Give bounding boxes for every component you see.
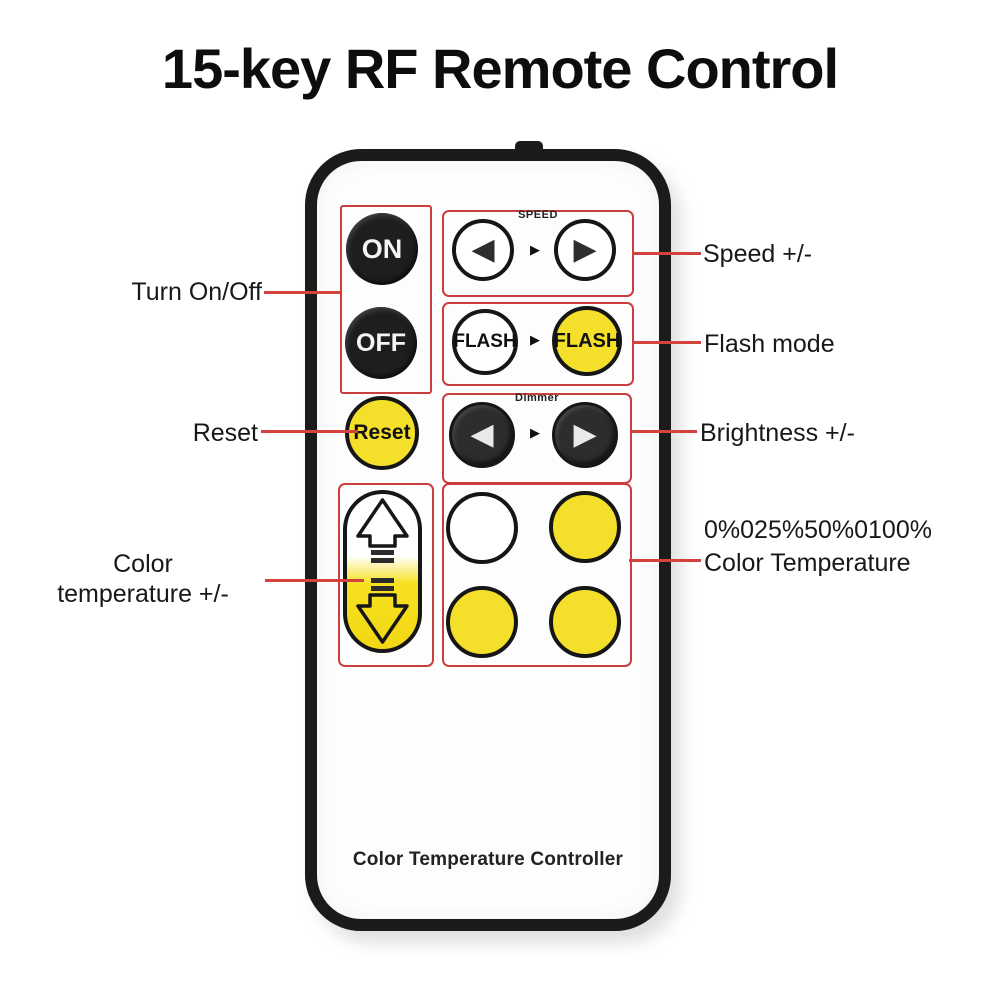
power-group-outline [340,205,432,394]
left-triangle-icon: ◀ [470,418,494,451]
color-temp-up-arrow-icon [356,498,409,548]
off-button[interactable]: OFF [345,307,417,379]
flash-group-outline [442,302,634,386]
right-triangle-icon: ▶ [573,233,597,266]
dimmer-group-label: Dimmer [515,392,559,404]
callout-line-brightness [631,430,697,433]
flash-white-button[interactable]: FLASH [452,309,518,375]
callout-flash-mode: Flash mode [704,330,835,358]
callout-color-temperature: Color temperature +/- [20,549,266,609]
speed-separator-icon: ▶ [530,242,540,257]
color-temp-rocker [343,490,422,653]
callout-line-flash-mode [634,341,701,344]
color-preset-yellow1-button[interactable] [549,491,621,563]
color-preset-group-outline [442,483,632,667]
speed-up-button[interactable]: ▶ [554,219,616,281]
right-triangle-icon: ▶ [573,418,597,451]
callout-color-temperature-line1: Color [113,550,173,578]
color-temp-down-button[interactable] [347,572,418,650]
callout-line-reset [261,430,358,433]
left-triangle-icon: ◀ [471,233,495,266]
color-temp-up-button[interactable] [347,494,418,572]
callout-line-color-temperature-percent [629,559,701,562]
color-temp-group-outline [338,483,434,667]
remote-model-label: Color Temperature Controller [352,849,624,870]
color-temp-down-arrow-icon [356,593,409,644]
callout-percent-line1: 0%025%50%0100% [704,516,932,544]
color-preset-yellow3-button[interactable] [549,586,621,658]
callout-turn-on-off: Turn On/Off [131,278,262,306]
callout-brightness: Brightness +/- [700,419,855,447]
callout-color-temperature-line2: temperature +/- [57,580,229,608]
callout-line-color-temperature [265,579,364,582]
callout-color-temperature-percent: 0%025%50%0100% Color Temperature [704,514,994,580]
callout-reset: Reset [192,419,258,447]
callout-percent-line2: Color Temperature [704,549,911,577]
page-title: 15-key RF Remote Control [161,37,839,100]
flash-yellow-button[interactable]: FLASH [552,306,622,376]
color-preset-yellow2-button[interactable] [446,586,518,658]
brightness-down-button[interactable]: ◀ [449,402,515,468]
speed-down-button[interactable]: ◀ [452,219,514,281]
brightness-up-button[interactable]: ▶ [552,402,618,468]
flash-separator-icon: ▶ [530,332,540,347]
speed-group-label: SPEED [518,209,558,221]
color-preset-white-button[interactable] [446,492,518,564]
callout-speed: Speed +/- [703,240,813,268]
remote-control: ON OFF SPEED ◀ ▶ ▶ FLASH FLASH ▶ Reset D… [305,149,671,931]
callout-line-turn-on-off [264,291,341,294]
on-button[interactable]: ON [346,213,418,285]
callout-line-speed [632,252,701,255]
dimmer-separator-icon: ▶ [530,425,540,440]
reset-button[interactable]: Reset [345,396,419,470]
color-temp-arrows-graphic [356,498,409,644]
